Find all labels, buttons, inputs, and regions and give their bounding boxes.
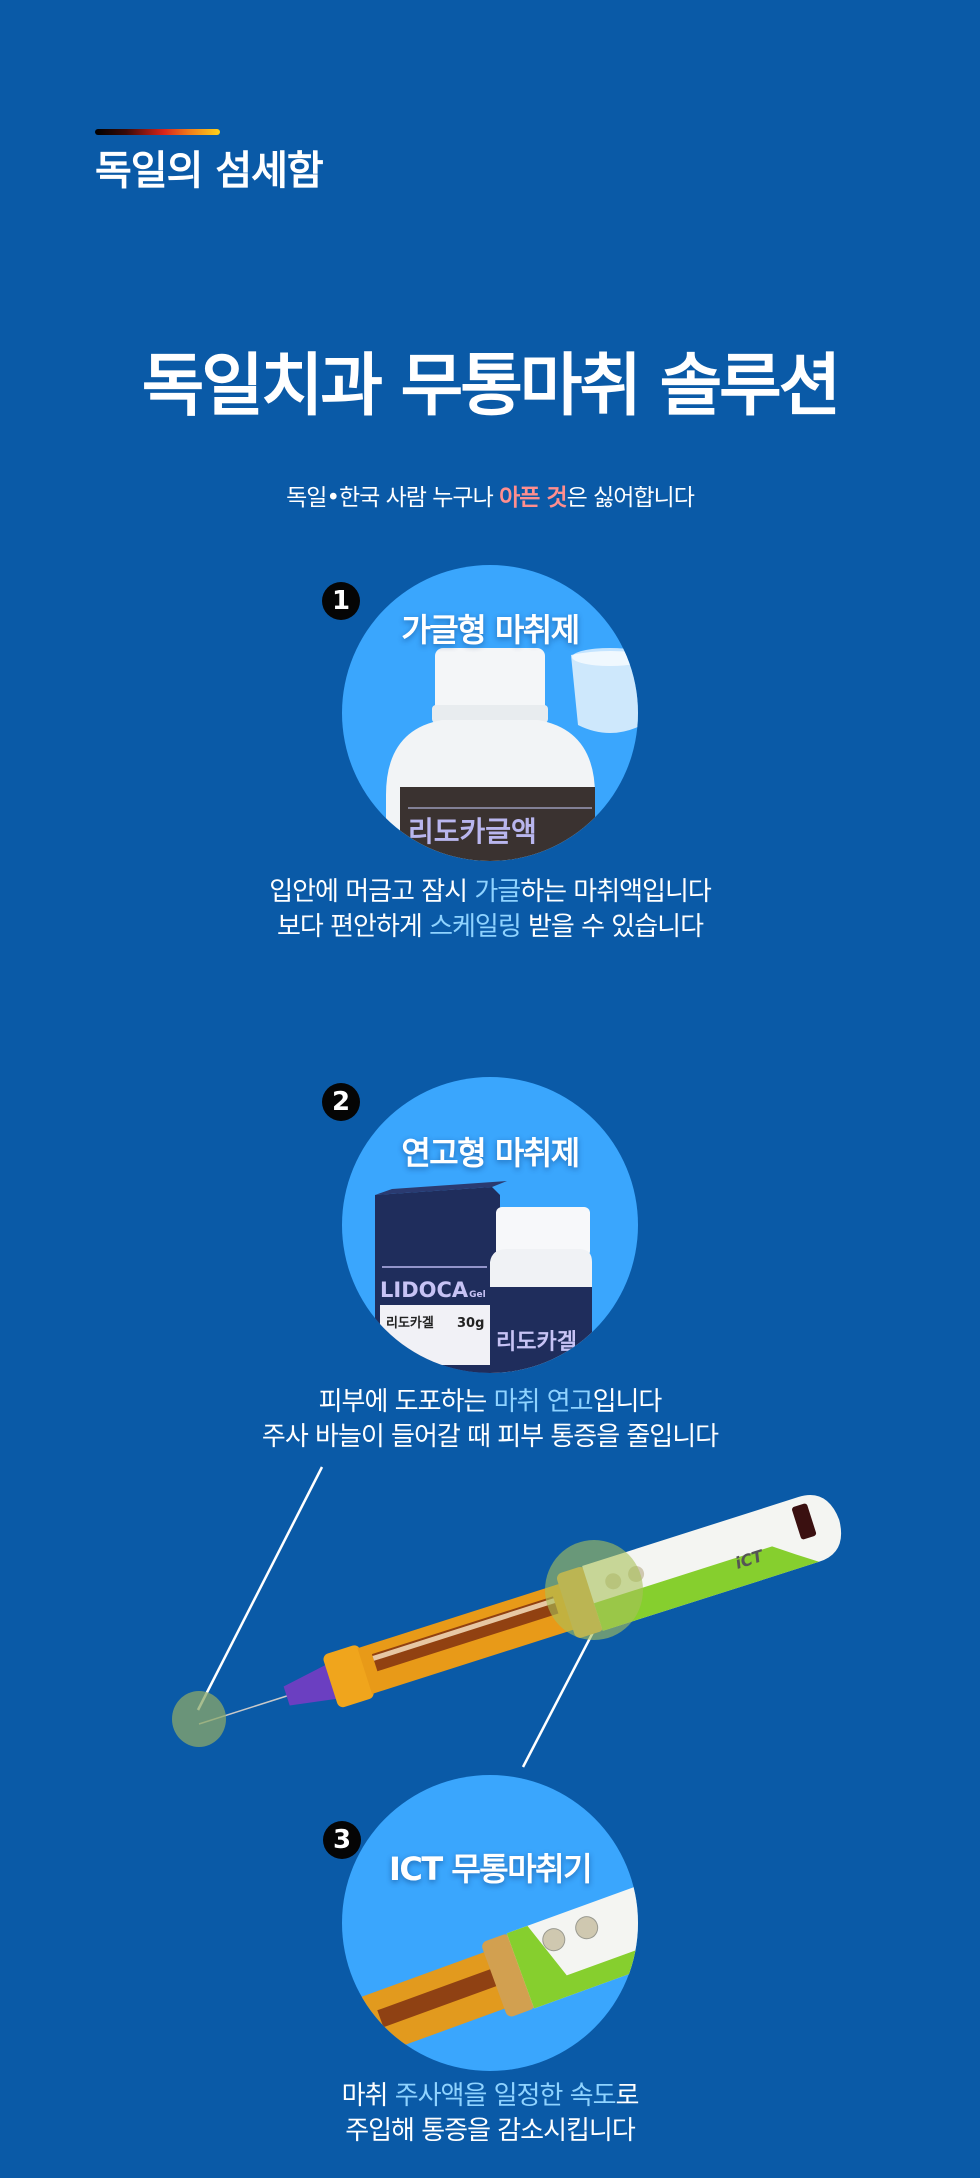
- gel-box-brand-line: LIDOCAGel: [380, 1278, 486, 1302]
- bottle-label-text: 리도카글액: [408, 815, 537, 848]
- step-badge-2: 2: [322, 1083, 360, 1121]
- gel-package-illustration: LIDOCAGel 리도카겔 30g 리도카겔: [375, 1181, 592, 1373]
- subtitle-text-end: 은 싫어합니다: [566, 485, 695, 511]
- caption-line: 주입해 통증을 감소시킵니다: [0, 2114, 980, 2149]
- ict-device-image-circle: [342, 1775, 638, 2071]
- caption-text: 보다 편안하게: [277, 912, 430, 942]
- item-caption-gel: 피부에 도포하는 마취 연고입니다 주사 바늘이 들어갈 때 피부 통증을 줄입…: [0, 1385, 980, 1455]
- page-subtitle: 독일•한국 사람 누구나 아픈 것은 싫어합니다: [0, 478, 980, 512]
- caption-text: 받을 수 있습니다: [520, 912, 704, 942]
- subtitle-emphasis: 아픈 것: [499, 485, 567, 511]
- item-caption-gargle: 입안에 머금고 잠시 가글하는 마취액입니다 보다 편안하게 스케일링 받을 수…: [0, 875, 980, 945]
- caption-line: 주사 바늘이 들어갈 때 피부 통증을 줄입니다: [0, 1420, 980, 1455]
- needle-highlight-circle: [172, 1691, 226, 1747]
- caption-text: 주입해 통증을 감소시킵니다: [345, 2116, 636, 2146]
- step-badge-1: 1: [322, 582, 360, 620]
- gel-jar-label: 리도카겔: [496, 1330, 577, 1355]
- caption-text: 입안에 머금고 잠시: [269, 877, 475, 907]
- item-title-ict: ICT 무통마취기: [388, 1850, 593, 1888]
- caption-text: 마취: [341, 2081, 395, 2111]
- caption-text: 주사 바늘이 들어갈 때 피부 통증을 줄입니다: [261, 1422, 719, 1452]
- gel-anesthetic-image-circle: LIDOCAGel 리도카겔 30g 리도카겔: [342, 1077, 638, 1373]
- callout-line-needle: [196, 1466, 324, 1711]
- caption-line: 마취 주사액을 일정한 속도로: [0, 2079, 980, 2114]
- ict-device-closeup: [361, 1850, 638, 2054]
- gargle-bottle-illustration: 리도카글액: [386, 648, 638, 861]
- buttons-highlight-circle: [545, 1540, 643, 1640]
- gel-box-sub: Gel: [469, 1290, 486, 1300]
- german-flag-gradient-bar: [95, 129, 220, 135]
- gel-box-brand: LIDOCA: [380, 1278, 469, 1302]
- caption-line: 보다 편안하게 스케일링 받을 수 있습니다: [0, 910, 980, 945]
- needle-cap: [283, 1664, 338, 1706]
- gargle-anesthetic-image-circle: 리도카글액: [342, 565, 638, 861]
- caption-highlight: 마취 연고: [493, 1387, 594, 1417]
- gel-box-kr: 리도카겔: [386, 1315, 434, 1331]
- caption-highlight: 스케일링: [429, 912, 522, 942]
- bottle-cap: [435, 648, 545, 716]
- page-title: 독일치과 무통마취 솔루션: [141, 347, 842, 426]
- caption-line: 피부에 도포하는 마취 연고입니다: [0, 1385, 980, 1420]
- item-title-gargle: 가글형 마취제: [401, 611, 580, 649]
- caption-text: 하는 마취액입니다: [520, 877, 712, 907]
- subtitle-text: 독일•한국 사람 누구나: [286, 485, 500, 511]
- section-kicker: 독일의 섬세함: [95, 147, 324, 194]
- item-caption-ict: 마취 주사액을 일정한 속도로 주입해 통증을 감소시킵니다: [0, 2079, 980, 2149]
- gel-box-weight: 30g: [457, 1316, 484, 1331]
- caption-highlight: 가글: [474, 877, 521, 907]
- caption-highlight: 주사액을 일정한 속도: [394, 2081, 617, 2111]
- ict-device-illustration: iCT: [172, 1466, 842, 1768]
- measuring-cup: [571, 651, 638, 733]
- caption-text: 피부에 도포하는: [318, 1387, 494, 1417]
- closeup-body: [506, 1850, 638, 2009]
- step-badge-3: 3: [323, 1821, 361, 1859]
- caption-line: 입안에 머금고 잠시 가글하는 마취액입니다: [0, 875, 980, 910]
- item-title-gel: 연고형 마취제: [401, 1134, 580, 1172]
- caption-text: 로: [615, 2081, 640, 2111]
- gel-jar-cap: [496, 1207, 590, 1257]
- caption-text: 입니다: [592, 1387, 663, 1417]
- injector-pen: iCT: [198, 1495, 842, 1725]
